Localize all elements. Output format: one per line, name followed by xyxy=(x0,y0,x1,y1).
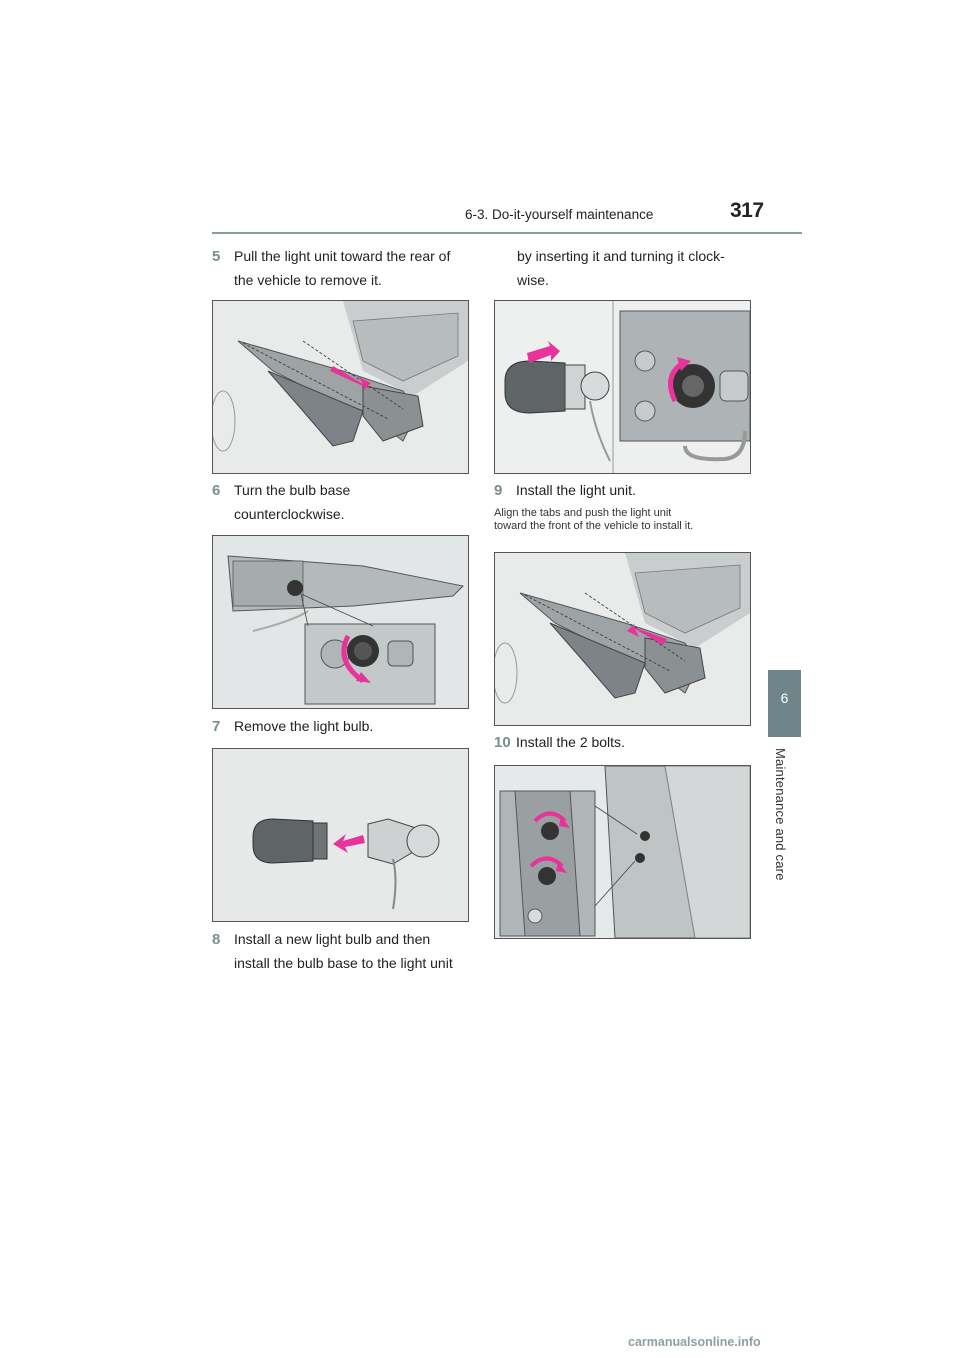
step-text: Turn the bulb base xyxy=(234,482,351,498)
step-text: the vehicle to remove it. xyxy=(234,272,382,288)
step-9-note: Align the tabs and push the light unit t… xyxy=(494,507,693,533)
step-number: 8 xyxy=(212,931,221,948)
chapter-tab-number: 6 xyxy=(780,690,789,706)
chapter-tab-label: Maintenance and care xyxy=(773,748,788,881)
figure-install-bolts xyxy=(494,765,751,939)
step-text: Install the 2 bolts. xyxy=(516,734,625,750)
illustration-remove-light-unit xyxy=(213,301,468,473)
illustration-turn-bulb-base xyxy=(213,536,468,708)
step-text: by inserting it and turning it clock- xyxy=(517,248,725,264)
note-text: toward the front of the vehicle to insta… xyxy=(494,520,694,532)
step-text: install the bulb base to the light unit xyxy=(234,955,453,971)
step-5: 5 Pull the light unit toward the rear of… xyxy=(212,244,450,292)
step-8-continued: by inserting it and turning it clock- wi… xyxy=(517,244,725,292)
step-number: 10 xyxy=(494,734,511,751)
header-divider xyxy=(212,232,802,234)
step-text: wise. xyxy=(517,272,549,288)
page-number: 317 xyxy=(730,199,764,222)
step-text: Remove the light bulb. xyxy=(234,718,374,734)
step-number: 6 xyxy=(212,482,221,499)
figure-turn-bulb-base xyxy=(212,535,469,709)
illustration-install-light-unit xyxy=(495,553,750,725)
illustration-install-bolts xyxy=(495,766,750,938)
step-7: 7 Remove the light bulb. xyxy=(212,714,373,739)
watermark: carmanualsonline.info xyxy=(628,1335,761,1349)
illustration-install-bulb-base xyxy=(495,301,750,473)
step-9: 9 Install the light unit. xyxy=(494,478,636,503)
step-number: 7 xyxy=(212,718,221,735)
section-title: 6-3. Do-it-yourself maintenance xyxy=(465,207,654,222)
step-number: 9 xyxy=(494,482,503,499)
figure-install-bulb-base xyxy=(494,300,751,474)
step-text: Install a new light bulb and then xyxy=(234,931,431,947)
step-text: Pull the light unit toward the rear of xyxy=(234,248,451,264)
step-10: 10 Install the 2 bolts. xyxy=(494,730,625,755)
figure-remove-light-unit xyxy=(212,300,469,474)
step-8: 8 Install a new light bulb and then inst… xyxy=(212,927,453,975)
step-number: 5 xyxy=(212,248,221,265)
illustration-remove-light-bulb xyxy=(213,749,468,921)
chapter-tab xyxy=(768,670,801,737)
step-6: 6 Turn the bulb base counterclockwise. xyxy=(212,478,350,526)
figure-install-light-unit xyxy=(494,552,751,726)
step-text: counterclockwise. xyxy=(234,506,345,522)
step-text: Install the light unit. xyxy=(516,482,636,498)
figure-remove-light-bulb xyxy=(212,748,469,922)
note-text: Align the tabs and push the light unit xyxy=(494,507,672,519)
